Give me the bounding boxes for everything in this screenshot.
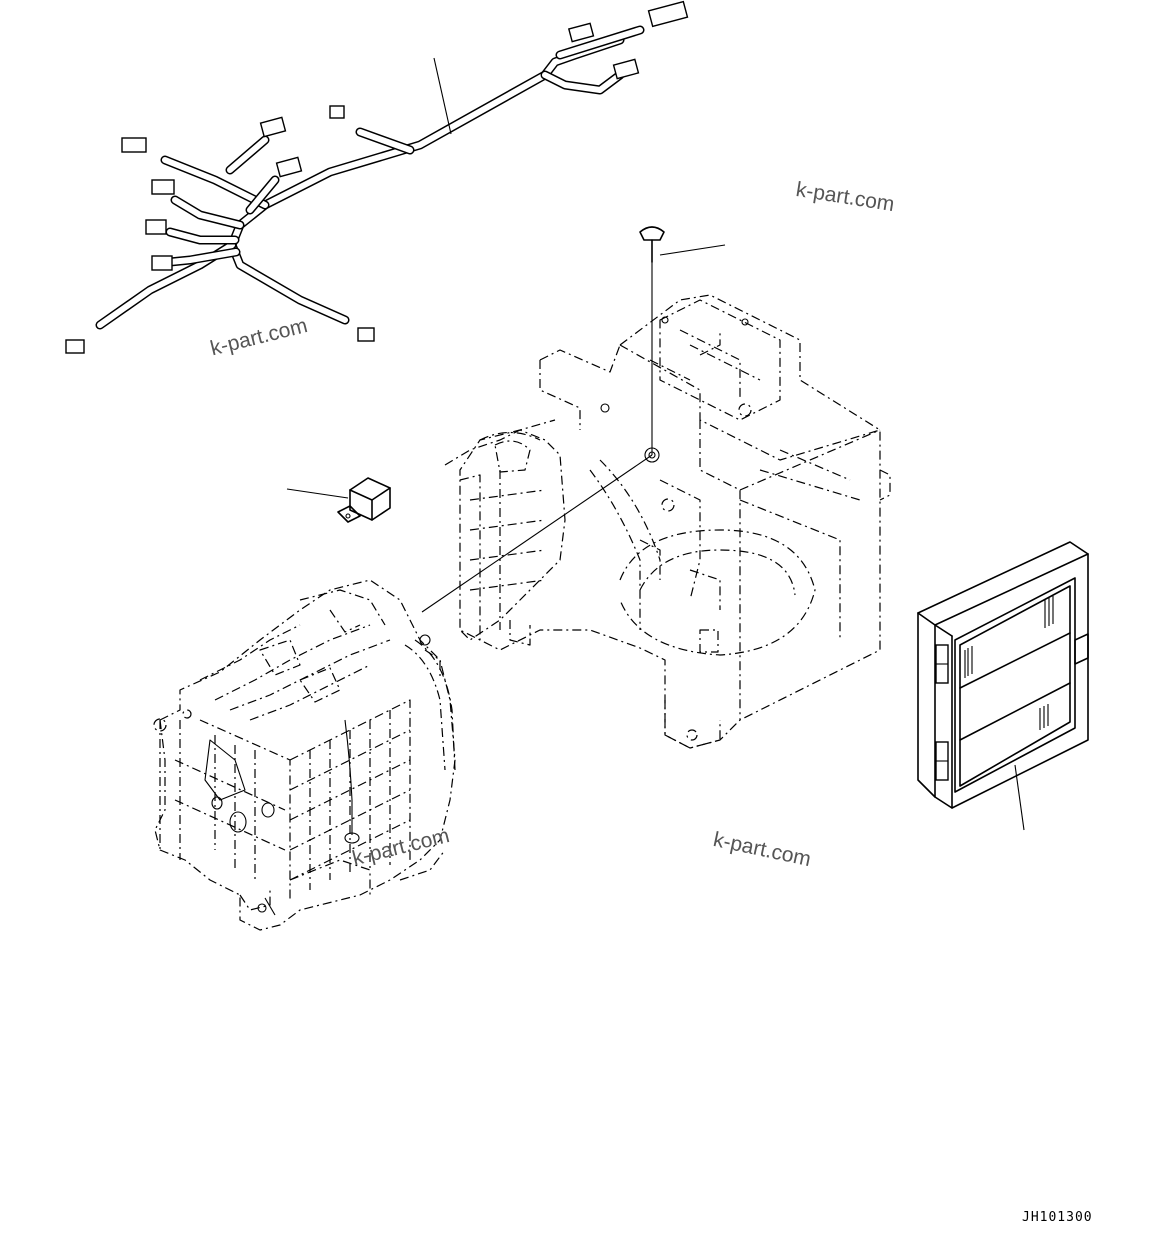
heater-core-unit — [153, 579, 456, 931]
screw — [639, 226, 665, 455]
harness-leader-line — [433, 57, 452, 135]
mount-line — [421, 454, 653, 613]
air-conditioner-unit — [444, 294, 891, 749]
screw-leader-line — [659, 244, 726, 256]
relay — [337, 477, 391, 523]
air-filter — [917, 541, 1089, 809]
relay-leader-line — [286, 488, 349, 499]
filter-leader-line — [1014, 764, 1025, 831]
wiring-harness — [65, 0, 689, 354]
drawing-code: JH101300 — [1022, 1210, 1093, 1225]
